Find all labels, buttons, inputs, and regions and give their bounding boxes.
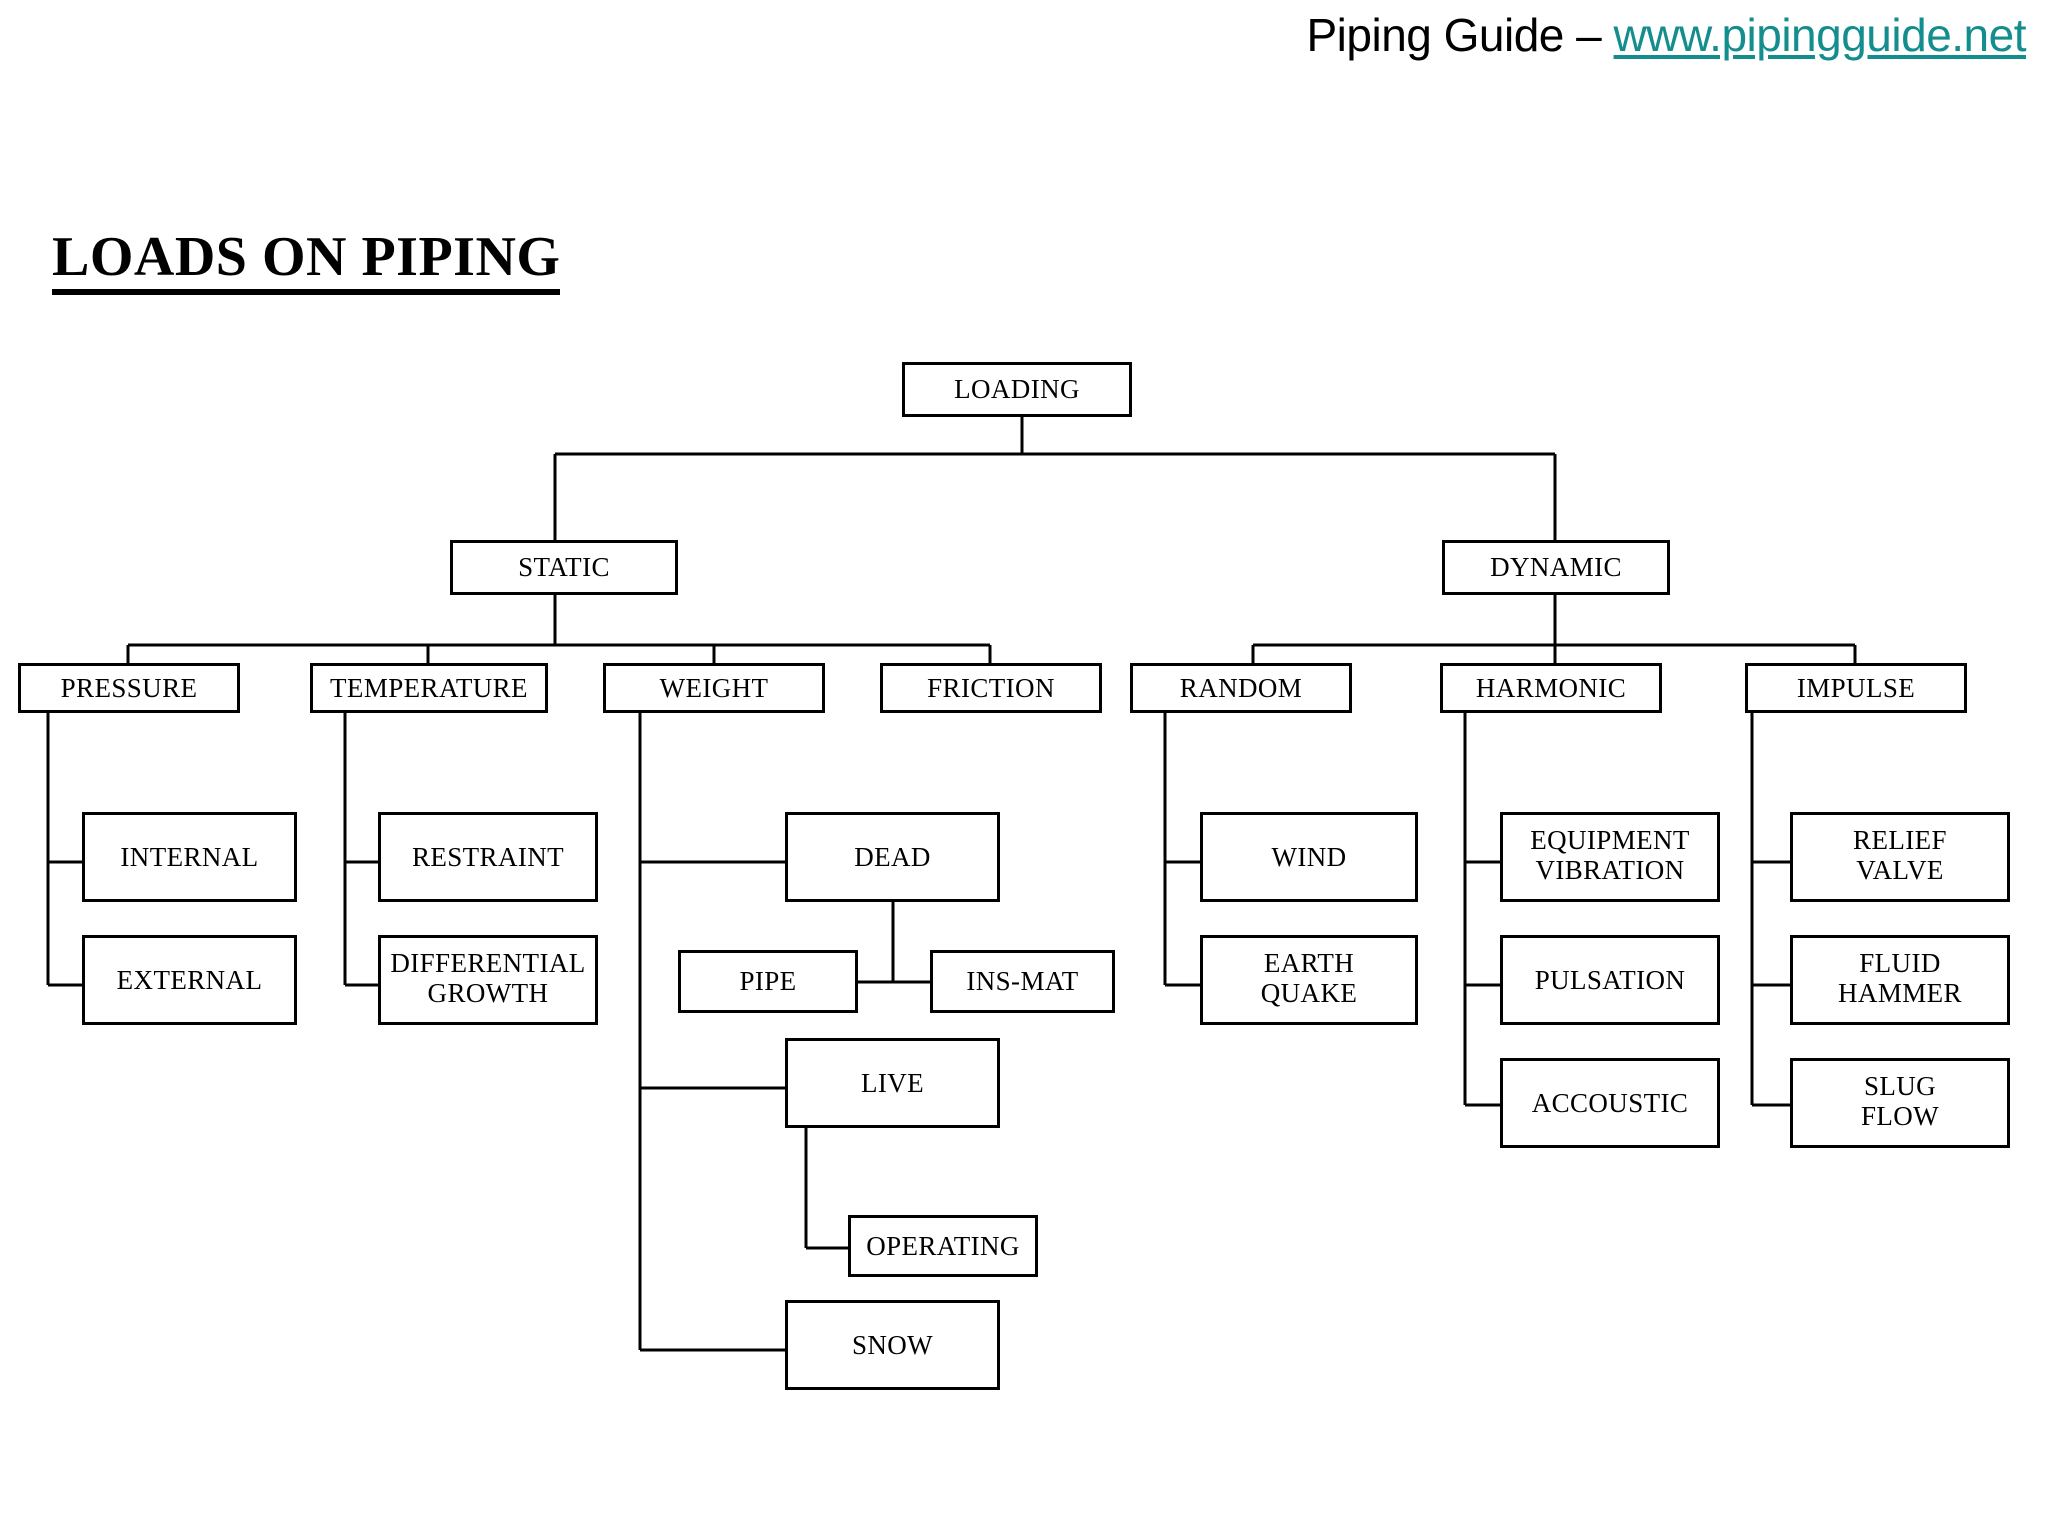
node-random-label: RANDOM xyxy=(1179,672,1303,703)
node-pulsation[interactable]: PULSATION xyxy=(1500,935,1720,1025)
node-live-label: LIVE xyxy=(860,1067,925,1098)
node-harmonic[interactable]: HARMONIC xyxy=(1440,663,1662,713)
node-slug-flow-label: SLUG FLOW xyxy=(1860,1071,1940,1132)
node-earth-quake[interactable]: EARTH QUAKE xyxy=(1200,935,1418,1025)
node-loading-label: LOADING xyxy=(954,374,1080,405)
brand-name: Piping Guide xyxy=(1306,9,1564,61)
node-fluid-hammer[interactable]: FLUID HAMMER xyxy=(1790,935,2010,1025)
node-pressure[interactable]: PRESSURE xyxy=(18,663,240,713)
node-weight[interactable]: WEIGHT xyxy=(603,663,825,713)
node-wind-label: WIND xyxy=(1271,841,1347,872)
node-restraint-label: RESTRAINT xyxy=(411,841,565,872)
node-dynamic[interactable]: DYNAMIC xyxy=(1442,540,1670,595)
node-pipe-label: PIPE xyxy=(739,966,797,997)
node-random[interactable]: RANDOM xyxy=(1130,663,1352,713)
node-equipment-vibration-label: EQUIPMENT VIBRATION xyxy=(1530,825,1690,886)
node-differential-growth-label: DIFFERENTIAL GROWTH xyxy=(390,948,586,1009)
node-pipe[interactable]: PIPE xyxy=(678,950,858,1013)
node-impulse[interactable]: IMPULSE xyxy=(1745,663,1967,713)
node-earth-quake-label: EARTH QUAKE xyxy=(1260,948,1358,1009)
node-harmonic-label: HARMONIC xyxy=(1475,672,1627,703)
node-temperature-label: TEMPERATURE xyxy=(330,672,528,703)
node-accoustic[interactable]: ACCOUSTIC xyxy=(1500,1058,1720,1148)
node-ins-mat[interactable]: INS-MAT xyxy=(930,950,1115,1013)
node-dead-label: DEAD xyxy=(854,841,931,872)
node-friction[interactable]: FRICTION xyxy=(880,663,1102,713)
node-operating[interactable]: OPERATING xyxy=(848,1215,1038,1277)
node-operating-label: OPERATING xyxy=(866,1230,1020,1261)
node-friction-label: FRICTION xyxy=(927,672,1055,703)
node-temperature[interactable]: TEMPERATURE xyxy=(310,663,548,713)
brand-url-link[interactable]: www.pipingguide.net xyxy=(1613,9,2027,61)
node-differential-growth[interactable]: DIFFERENTIAL GROWTH xyxy=(378,935,598,1025)
node-dead[interactable]: DEAD xyxy=(785,812,1000,902)
node-live[interactable]: LIVE xyxy=(785,1038,1000,1128)
node-static[interactable]: STATIC xyxy=(450,540,678,595)
node-dynamic-label: DYNAMIC xyxy=(1490,552,1622,583)
node-restraint[interactable]: RESTRAINT xyxy=(378,812,598,902)
node-impulse-label: IMPULSE xyxy=(1796,672,1916,703)
node-relief-valve[interactable]: RELIEF VALVE xyxy=(1790,812,2010,902)
header-branding: Piping Guide – www.pipingguide.net xyxy=(1306,8,2026,62)
node-fluid-hammer-label: FLUID HAMMER xyxy=(1838,948,1962,1009)
node-ins-mat-label: INS-MAT xyxy=(966,966,1079,997)
node-wind[interactable]: WIND xyxy=(1200,812,1418,902)
node-snow-label: SNOW xyxy=(851,1329,934,1360)
node-internal-label: INTERNAL xyxy=(120,841,259,872)
page-title: LOADS ON PIPING xyxy=(52,228,561,295)
node-relief-valve-label: RELIEF VALVE xyxy=(1853,825,1947,886)
node-external-label: EXTERNAL xyxy=(116,964,263,995)
node-external[interactable]: EXTERNAL xyxy=(82,935,297,1025)
node-slug-flow[interactable]: SLUG FLOW xyxy=(1790,1058,2010,1148)
node-pulsation-label: PULSATION xyxy=(1534,964,1686,995)
node-static-label: STATIC xyxy=(518,552,610,583)
node-internal[interactable]: INTERNAL xyxy=(82,812,297,902)
node-accoustic-label: ACCOUSTIC xyxy=(1531,1087,1689,1118)
node-loading[interactable]: LOADING xyxy=(902,362,1132,417)
node-snow[interactable]: SNOW xyxy=(785,1300,1000,1390)
brand-separator: – xyxy=(1563,9,1614,61)
node-weight-label: WEIGHT xyxy=(659,672,769,703)
node-pressure-label: PRESSURE xyxy=(60,672,198,703)
node-equipment-vibration[interactable]: EQUIPMENT VIBRATION xyxy=(1500,812,1720,902)
